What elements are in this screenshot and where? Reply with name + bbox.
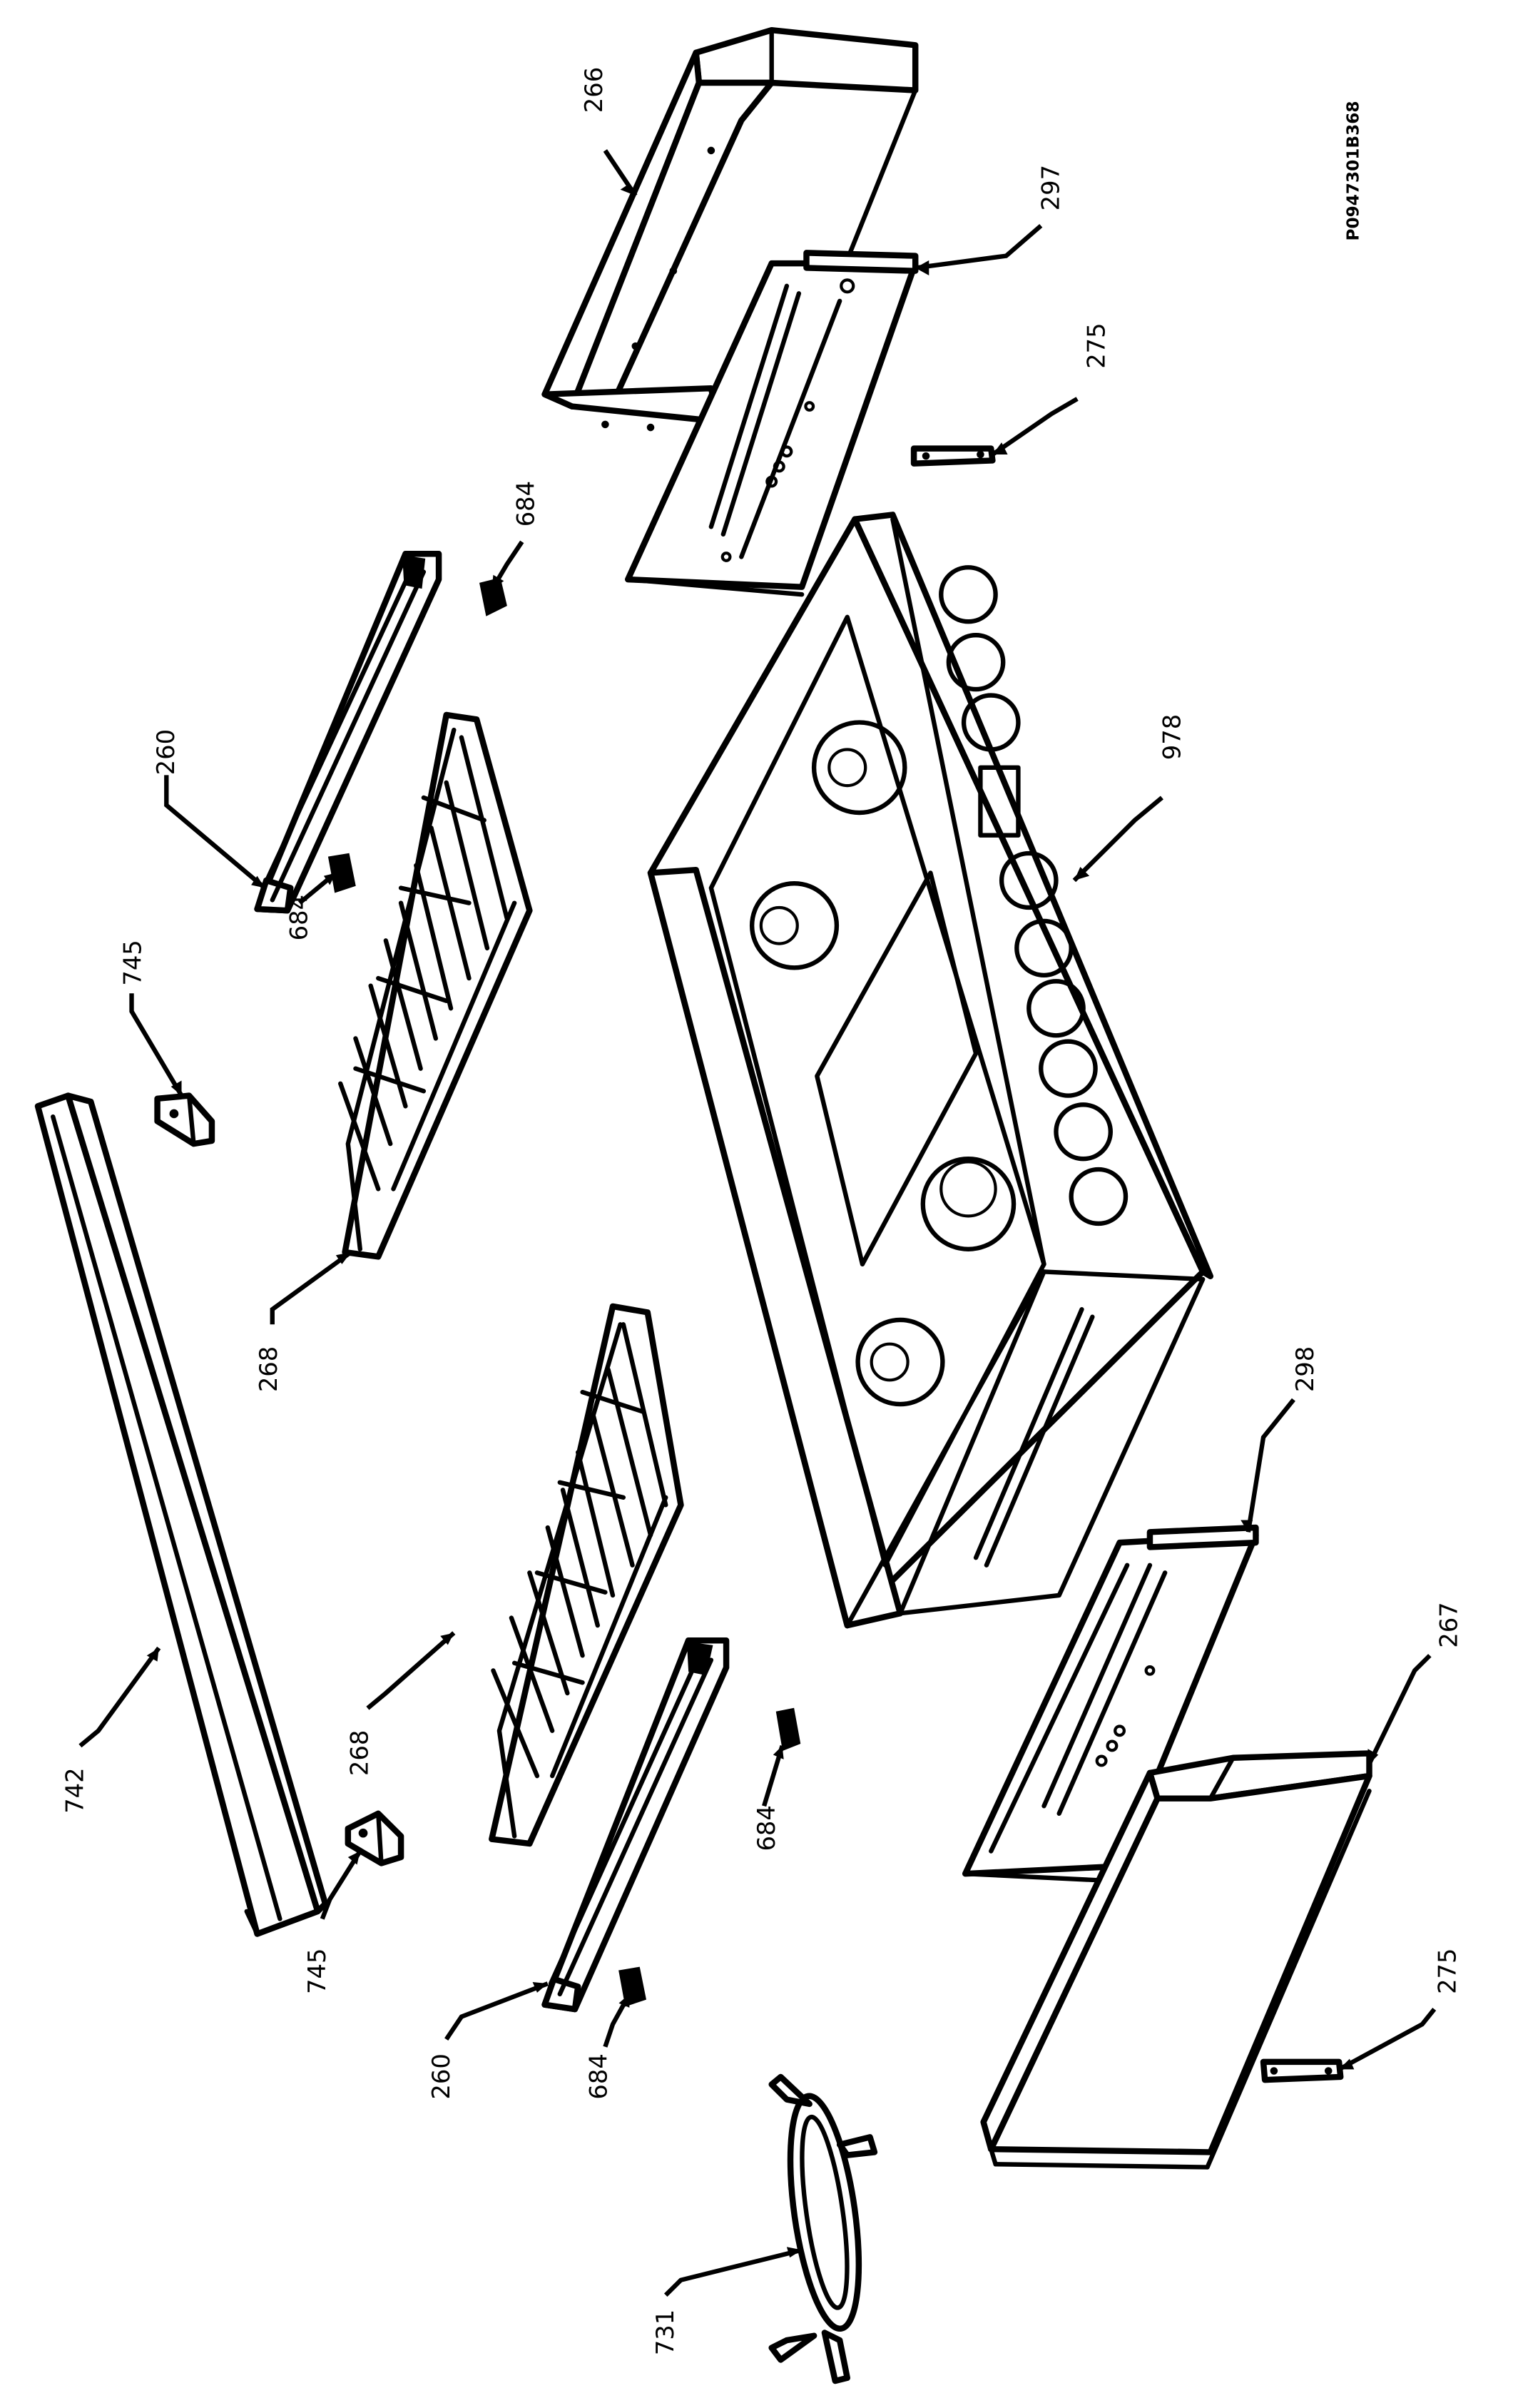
part-275-clip-top [910, 445, 996, 467]
part-731-wok-ring [768, 2073, 878, 2384]
callout-298: 298 [1291, 1346, 1319, 1392]
part-684-spacer-upper [327, 853, 356, 893]
callout-978: 978 [1158, 714, 1186, 760]
callout-745-bottom: 745 [303, 1949, 331, 1994]
callout-684-upper: 684 [285, 895, 312, 940]
callout-268-lower: 268 [345, 1730, 373, 1776]
callout-275-top: 275 [1082, 322, 1110, 368]
part-745-bracket-bottom [345, 1810, 404, 1866]
leader-lines [78, 149, 1437, 2297]
part-742-front-panel [34, 1092, 329, 1937]
part-684-spacer-mid [775, 1707, 801, 1752]
callout-266: 266 [580, 67, 608, 113]
part-745-bracket-top [154, 1092, 215, 1147]
part-275-clip-bottom [1260, 2058, 1344, 2083]
callout-260-top: 260 [152, 729, 180, 775]
callout-731: 731 [651, 2310, 679, 2355]
callout-260-bottom: 260 [427, 2053, 455, 2099]
part-260-rail-lower [541, 1637, 730, 2013]
callout-742: 742 [61, 1767, 89, 1813]
part-978-cooktop-body [647, 512, 1214, 1629]
part-267-side-trim [980, 1750, 1372, 2170]
callout-275-bottom: 275 [1433, 1949, 1461, 1994]
callout-297: 297 [1037, 165, 1065, 210]
part-297-side-rail [624, 250, 919, 597]
callout-684-lower: 684 [584, 2053, 612, 2099]
callout-745-top: 745 [118, 940, 146, 985]
document-id: P0947301B368 [1344, 101, 1363, 240]
callout-labels: 266 297 275 684 260 684 745 978 268 742 … [61, 67, 1463, 2355]
part-268-grate-lower [489, 1303, 684, 1847]
callout-684-top: 684 [512, 481, 540, 527]
part-260-rail-upper [254, 551, 442, 914]
callout-684-mid: 684 [753, 1805, 780, 1851]
callout-268-upper: 268 [255, 1346, 282, 1392]
part-268-grate-upper [338, 711, 533, 1260]
callout-267: 267 [1435, 1602, 1462, 1647]
